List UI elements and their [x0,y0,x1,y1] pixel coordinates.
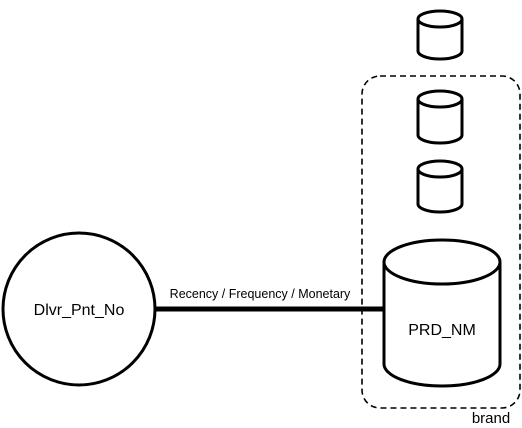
small-cylinder-1-icon[interactable] [416,9,464,61]
brand-group-label: brand [472,410,510,427]
rfm-edge-label: Recency / Frequency / Monetary [170,287,351,301]
delivery-point-circle [1,231,157,387]
brand-group[interactable]: brand [361,75,521,427]
delivery-point-node[interactable]: Dlvr_Pnt_No [1,231,157,387]
small-cylinder-2-icon[interactable] [416,89,464,145]
brand-group-frame [361,75,521,409]
delivery-point-label: Dlvr_Pnt_No [34,302,125,319]
product-cylinder-icon [382,262,502,388]
product-cylinder-top [382,238,502,286]
product-label: PRD_NM [408,322,476,339]
small-cylinder-3-icon[interactable] [416,159,464,214]
product-node[interactable]: PRD_NM [382,238,502,388]
rfm-edge[interactable]: Recency / Frequency / Monetary [156,287,384,312]
